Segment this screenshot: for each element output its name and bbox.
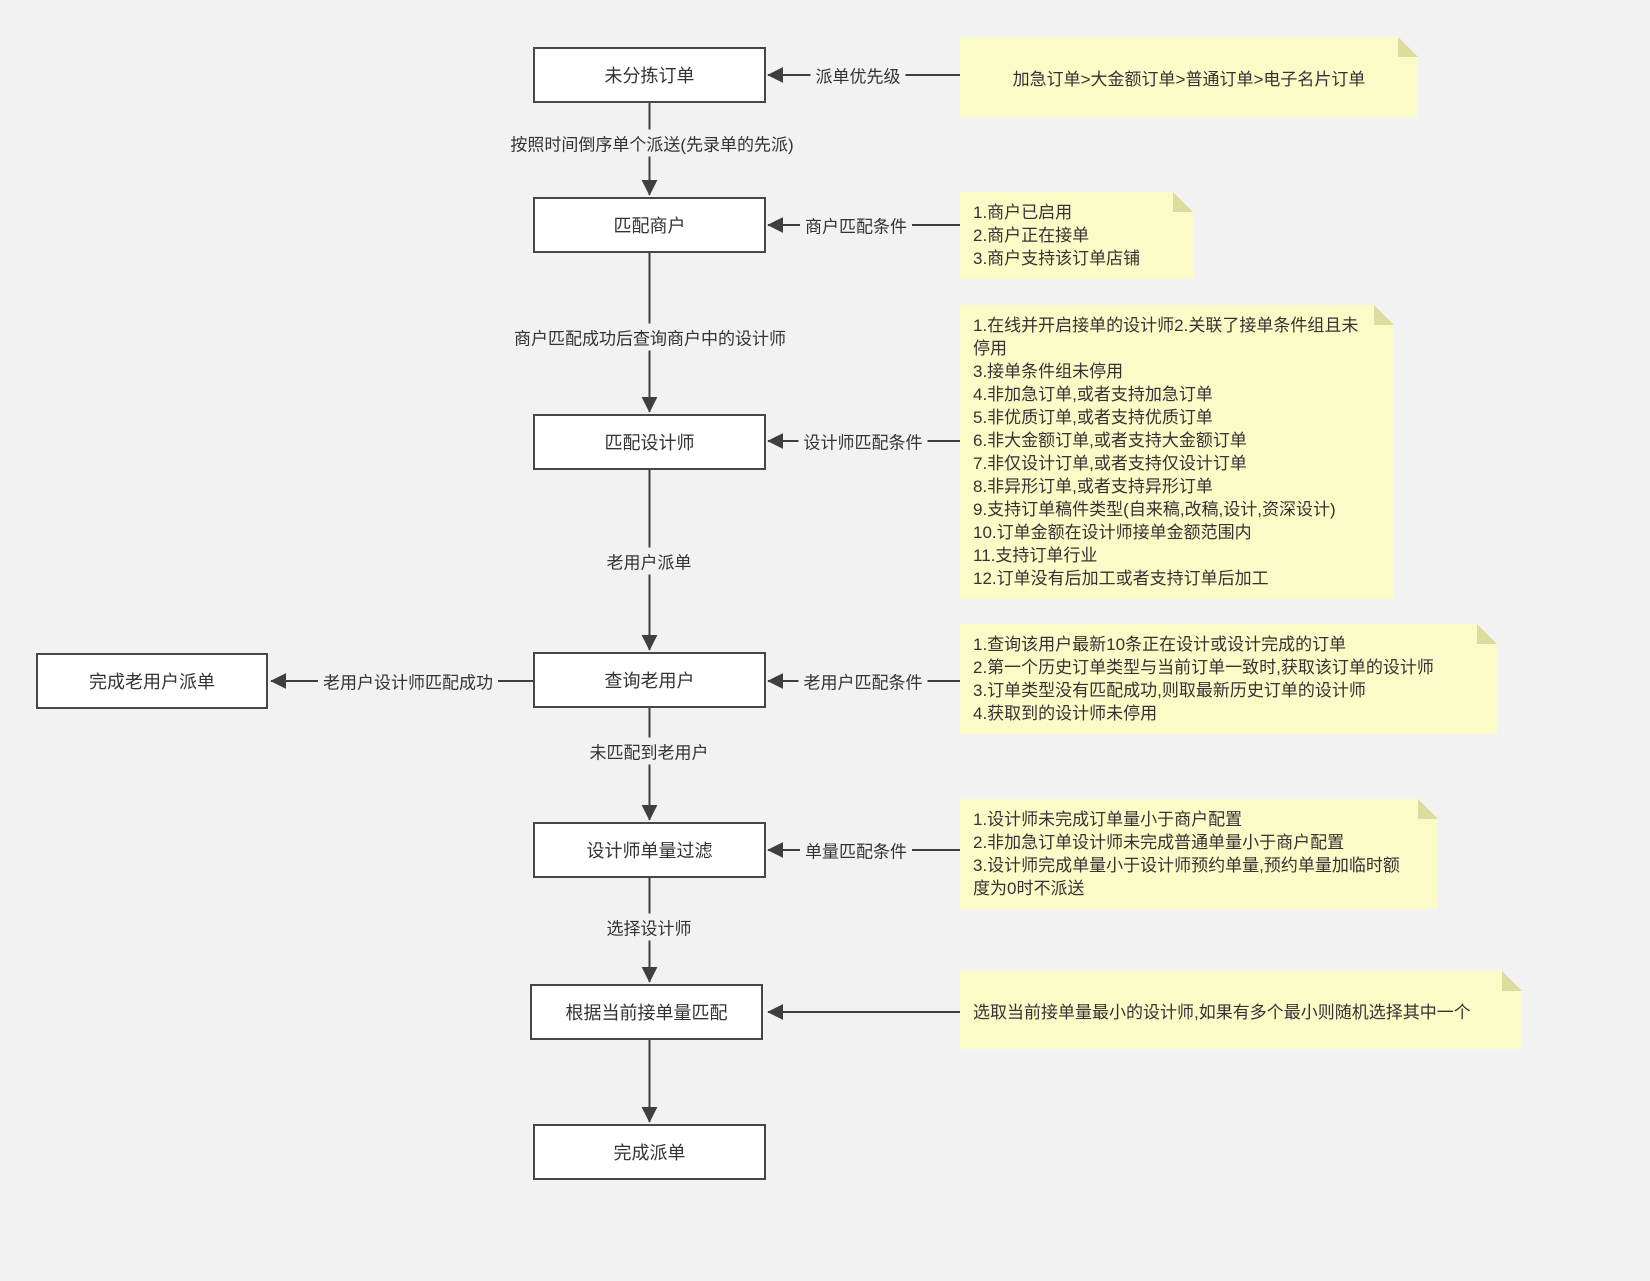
- note-text: 选取当前接单量最小的设计师,如果有多个最小则随机选择其中一个: [973, 1002, 1471, 1022]
- flow-node-complete-old-user-dispatch: 完成老用户派单: [36, 653, 268, 709]
- folded-corner-icon: [1502, 971, 1522, 991]
- note-volume-conditions: 1.设计师未完成订单量小于商户配置 2.非加急订单设计师未完成普通单量小于商户配…: [960, 799, 1438, 909]
- edge-label-no-old-user-matched: 未匹配到老用户: [584, 737, 714, 765]
- edge-label-merchant-match-conditions: 商户匹配条件: [800, 211, 912, 239]
- flow-node-match-merchant: 匹配商户: [533, 197, 766, 253]
- edge-label-old-user-match-success: 老用户设计师匹配成功: [318, 667, 498, 695]
- edge-label-old-user-match-conditions: 老用户匹配条件: [798, 667, 928, 695]
- note-text: 加急订单>大金额订单>普通订单>电子名片订单: [1012, 69, 1366, 89]
- note-merchant-conditions: 1.商户已启用 2.商户正在接单 3.商户支持该订单店铺: [960, 192, 1193, 279]
- flow-node-designer-volume-filter: 设计师单量过滤: [533, 822, 766, 878]
- edge-label-query-merchant-designers: 商户匹配成功后查询商户中的设计师: [509, 323, 791, 351]
- folded-corner-icon: [1477, 624, 1497, 644]
- folded-corner-icon: [1398, 37, 1418, 57]
- folded-corner-icon: [1418, 799, 1438, 819]
- flow-node-match-by-current-volume: 根据当前接单量匹配: [530, 984, 763, 1040]
- note-text: 1.设计师未完成订单量小于商户配置 2.非加急订单设计师未完成普通单量小于商户配…: [973, 810, 1400, 898]
- edge-label-volume-match-conditions: 单量匹配条件: [800, 836, 912, 864]
- edge-label-select-designer: 选择设计师: [601, 913, 697, 941]
- note-old-user-conditions: 1.查询该用户最新10条正在设计或设计完成的订单 2.第一个历史订单类型与当前订…: [960, 624, 1497, 734]
- note-designer-conditions: 1.在线并开启接单的设计师2.关联了接单条件组且未停用 3.接单条件组未停用 4…: [960, 305, 1394, 599]
- edge-label-designer-match-conditions: 设计师匹配条件: [798, 427, 928, 455]
- note-text: 1.商户已启用 2.商户正在接单 3.商户支持该订单店铺: [973, 203, 1141, 268]
- folded-corner-icon: [1374, 305, 1394, 325]
- edge-label-dispatch-sequence: 按照时间倒序单个派送(先录单的先派): [505, 129, 799, 157]
- flow-node-complete-dispatch: 完成派单: [533, 1124, 766, 1180]
- flow-node-match-designer: 匹配设计师: [533, 414, 766, 470]
- flow-node-query-old-user: 查询老用户: [533, 652, 766, 708]
- note-dispatch-priority: 加急订单>大金额订单>普通订单>电子名片订单: [960, 37, 1418, 117]
- folded-corner-icon: [1173, 192, 1193, 212]
- note-text: 1.在线并开启接单的设计师2.关联了接单条件组且未停用 3.接单条件组未停用 4…: [973, 316, 1359, 588]
- edge-label-old-user-dispatch: 老用户派单: [601, 547, 697, 575]
- flow-node-unsorted-orders: 未分拣订单: [533, 47, 766, 103]
- note-selection-rule: 选取当前接单量最小的设计师,如果有多个最小则随机选择其中一个: [960, 971, 1522, 1049]
- edge-label-dispatch-priority: 派单优先级: [810, 61, 906, 89]
- note-text: 1.查询该用户最新10条正在设计或设计完成的订单 2.第一个历史订单类型与当前订…: [973, 635, 1434, 723]
